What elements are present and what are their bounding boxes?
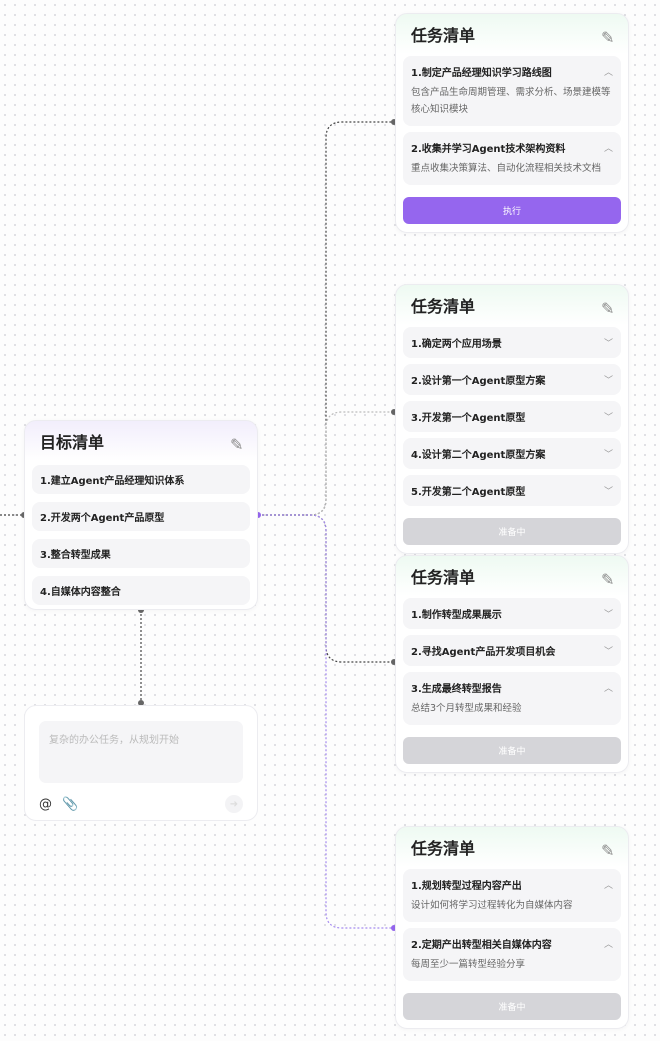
goal-item[interactable]: 3.整合转型成果 [32,539,250,568]
task-item-label: 5.开发第二个Agent原型 [411,487,526,498]
goal-item[interactable]: 2.开发两个Agent产品原型 [32,502,250,531]
task-title: 任务清单 [411,297,476,316]
chevron-down-icon[interactable]: ﹀ [603,487,613,497]
task-item-label: 1.规划转型过程内容产出 [411,881,522,892]
send-button[interactable]: ➜ [225,795,243,813]
task-input[interactable]: 复杂的办公任务，从规划开始 [39,721,243,783]
task-list-card: 任务清单 ✎ 1.制定产品经理知识学习路线图 ︿ 包含产品生命周期管理、需求分析、场景建… [395,13,629,233]
task-item-label: 2.定期产出转型相关自媒体内容 [411,940,552,951]
task-title: 任务清单 [411,568,476,587]
task-item[interactable]: 1.规划转型过程内容产出 ︿ 设计如何将学习过程转化为自媒体内容 [403,869,621,922]
task-item[interactable]: 3.生成最终转型报告 ︿ 总结3个月转型成果和经验 [403,672,621,725]
pending-button[interactable]: 准备中 [403,737,621,764]
task-item[interactable]: 2.寻找Agent产品开发项目机会 ﹀ [403,635,621,666]
chevron-down-icon[interactable]: ﹀ [603,376,613,386]
task-item[interactable]: 5.开发第二个Agent原型 ﹀ [403,475,621,506]
task-item-desc: 重点收集决策算法、自动化流程相关技术文档 [411,163,602,174]
task-item[interactable]: 1.确定两个应用场景 ﹀ [403,327,621,358]
chat-input-card: 复杂的办公任务，从规划开始 @ 📎 ➜ [24,705,258,821]
task-item-desc: 每周至少一篇转型经验分享 [411,959,526,970]
task-item-label: 3.开发第一个Agent原型 [411,413,526,424]
chevron-up-icon[interactable]: ︿ [603,940,613,950]
task-item-label: 2.设计第一个Agent原型方案 [411,376,546,387]
edit-icon[interactable]: ✎ [601,28,615,47]
task-item-desc: 总结3个月转型成果和经验 [411,703,522,714]
chevron-up-icon[interactable]: ︿ [603,881,613,891]
task-item-label: 1.制作转型成果展示 [411,610,502,621]
task-item[interactable]: 1.制作转型成果展示 ﹀ [403,598,621,629]
chevron-down-icon[interactable]: ﹀ [603,413,613,423]
task-item-label: 3.生成最终转型报告 [411,684,502,695]
task-item[interactable]: 2.设计第一个Agent原型方案 ﹀ [403,364,621,395]
edit-icon[interactable]: ✎ [601,570,615,589]
task-item[interactable]: 3.开发第一个Agent原型 ﹀ [403,401,621,432]
task-item[interactable]: 2.收集并学习Agent技术架构资料 ︿重点收集决策算法、自动化流程相关技术文档 [403,132,621,185]
task-list-card: 任务清单 ✎ 1.规划转型过程内容产出 ︿ 设计如何将学习过程转化为自媒体内容 2.定期产… [395,826,629,1029]
pending-button[interactable]: 准备中 [403,993,621,1020]
task-item-label: 1.制定产品经理知识学习路线图 [411,68,552,79]
edit-icon[interactable]: ✎ [601,841,615,860]
task-item-label: 4.设计第二个Agent原型方案 [411,450,546,461]
task-list-card: 任务清单✎1.确定两个应用场景﹀2.设计第一个Agent原型方案﹀3.开发第一个… [395,284,629,554]
task-item-label: 2.收集并学习Agent技术架构资料 [411,144,566,155]
chevron-down-icon[interactable]: ﹀ [603,450,613,460]
chevron-up-icon[interactable]: ︿ [603,144,613,154]
task-item[interactable]: 4.设计第二个Agent原型方案 ﹀ [403,438,621,469]
execute-button[interactable]: 执行 [403,197,621,224]
goal-title: 目标清单 [40,433,105,452]
task-item[interactable]: 1.制定产品经理知识学习路线图 ︿ 包含产品生命周期管理、需求分析、场景建模等核心知… [403,56,621,126]
task-list-card: 任务清单 ✎ 1.制作转型成果展示 ﹀ 2.寻找Agent产品开发项目机会 ﹀ 3.生成最终… [395,555,629,773]
goal-item[interactable]: 1.建立Agent产品经理知识体系 [32,465,250,494]
pending-button[interactable]: 准备中 [403,518,621,545]
chevron-down-icon[interactable]: ﹀ [603,610,613,620]
task-item-label: 2.寻找Agent产品开发项目机会 [411,647,556,658]
task-title: 任务清单 [411,839,476,858]
goal-item[interactable]: 4.自媒体内容整合 [32,576,250,605]
edit-icon[interactable]: ✎ [601,299,615,318]
goal-list-card: 目标清单✎ 1.建立Agent产品经理知识体系 2.开发两个Agent产品原型 … [24,420,258,610]
task-item-label: 1.确定两个应用场景 [411,339,502,350]
chevron-up-icon[interactable]: ︿ [603,684,613,694]
task-item-desc: 设计如何将学习过程转化为自媒体内容 [411,900,573,911]
task-item-desc: 包含产品生命周期管理、需求分析、场景建模等核心知识模块 [411,87,611,115]
task-item[interactable]: 2.定期产出转型相关自媒体内容 ︿ 每周至少一篇转型经验分享 [403,928,621,981]
chevron-down-icon[interactable]: ﹀ [603,339,613,349]
mention-icon[interactable]: @ [39,796,52,812]
attachment-icon[interactable]: 📎 [62,796,79,812]
task-title: 任务清单 [411,26,476,45]
chevron-up-icon[interactable]: ︿ [603,68,613,78]
chevron-down-icon[interactable]: ﹀ [603,647,613,657]
edit-icon[interactable]: ✎ [230,435,244,454]
